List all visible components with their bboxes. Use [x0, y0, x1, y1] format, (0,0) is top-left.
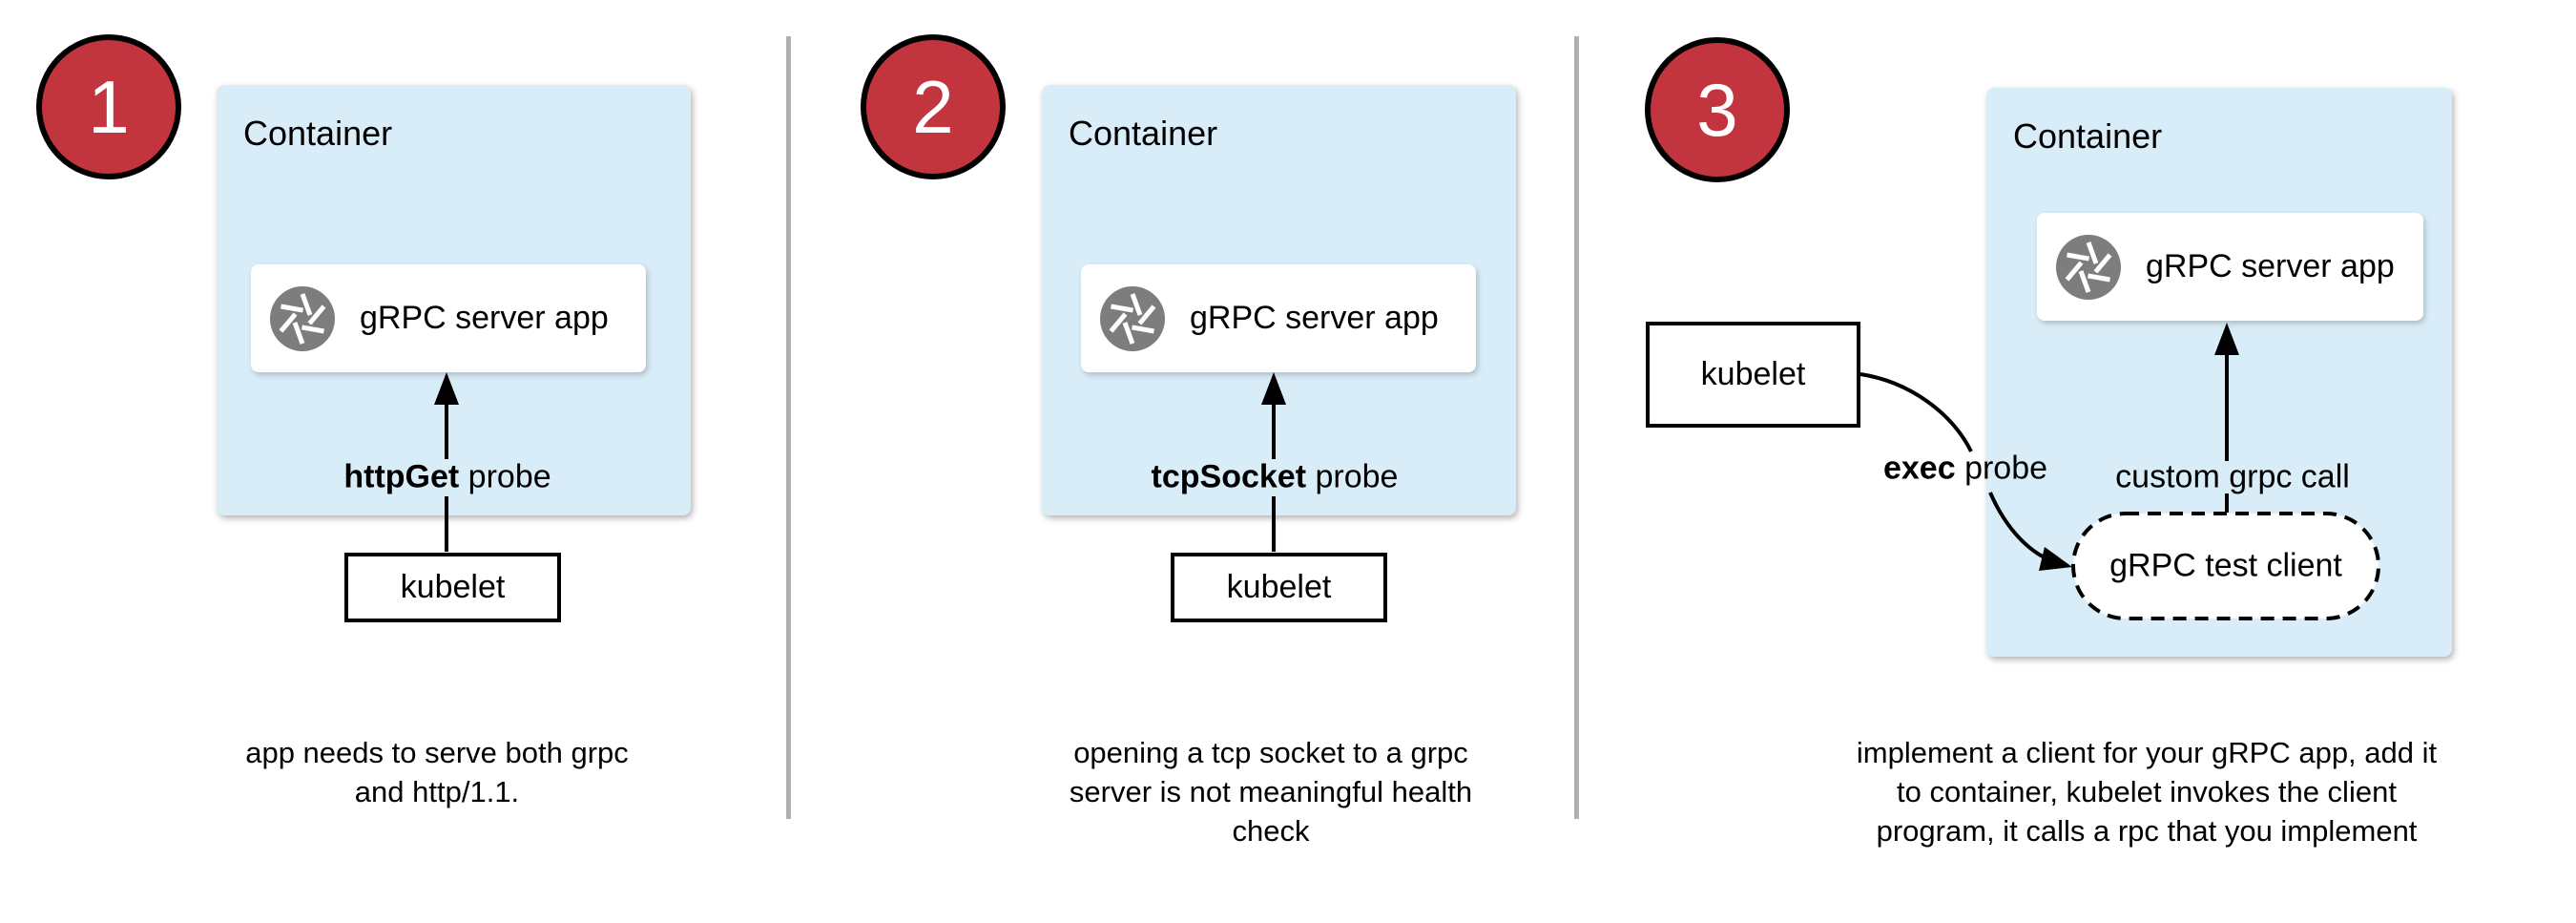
- probe-word: probe: [459, 458, 551, 495]
- caption-2: opening a tcp socket to a grpc server is…: [1070, 733, 1472, 850]
- container-label-1: Container: [243, 114, 393, 153]
- panel-divider-1: [786, 36, 791, 819]
- caption-line: implement a client for your gRPC app, ad…: [1856, 736, 2438, 769]
- caption-line: opening a tcp socket to a grpc: [1073, 736, 1468, 769]
- probe-label-3: exec probe: [1883, 451, 2047, 488]
- caption-1: app needs to serve both grpc and http/1.…: [245, 733, 629, 811]
- grpc-test-client-label: gRPC test client: [2109, 547, 2342, 584]
- caption-line: program, it calls a rpc that you impleme…: [1876, 814, 2418, 848]
- aperture-icon: [1100, 285, 1165, 351]
- grpc-server-app-box-3: gRPC server app: [2037, 213, 2423, 321]
- kubelet-label: kubelet: [400, 569, 506, 605]
- step-badge-2: 2: [861, 34, 1006, 179]
- grpc-server-app-label: gRPC server app: [2146, 248, 2395, 284]
- kubelet-box-1: kubelet: [344, 553, 561, 622]
- probe-label-2: tcpSocket probe: [1152, 459, 1399, 496]
- grpc-server-app-label: gRPC server app: [1190, 300, 1439, 336]
- grpc-server-app-label: gRPC server app: [360, 300, 609, 336]
- caption-line: to container, kubelet invokes the client: [1897, 775, 2397, 808]
- grpc-server-app-box-1: gRPC server app: [251, 264, 646, 372]
- panel-divider-2: [1574, 36, 1579, 819]
- caption-line: and http/1.1.: [354, 775, 520, 808]
- kubelet-box-2: kubelet: [1171, 553, 1387, 622]
- custom-grpc-call-label: custom grpc call: [2115, 458, 2350, 495]
- step-number: 3: [1696, 68, 1738, 152]
- probe-type: exec: [1882, 450, 1956, 487]
- caption-line: check: [1232, 814, 1310, 848]
- kubelet-label: kubelet: [1226, 569, 1332, 605]
- aperture-icon: [270, 285, 335, 351]
- probe-label-1: httpGet probe: [343, 459, 551, 496]
- grpc-server-app-box-2: gRPC server app: [1081, 264, 1476, 372]
- caption-3: implement a client for your gRPC app, ad…: [1857, 733, 2437, 850]
- container-label-2: Container: [1069, 114, 1218, 153]
- probe-type: httpGet: [343, 458, 460, 495]
- kubelet-box-3: kubelet: [1646, 322, 1860, 428]
- step-badge-1: 1: [36, 34, 181, 179]
- probe-word: probe: [1955, 450, 2048, 487]
- container-label-3: Container: [2013, 116, 2163, 156]
- exec-probe-curve: [1859, 372, 1973, 452]
- step-number: 2: [912, 65, 954, 149]
- probe-type: tcpSocket: [1151, 458, 1307, 495]
- caption-line: server is not meaningful health: [1069, 775, 1473, 808]
- step-badge-3: 3: [1645, 37, 1790, 182]
- step-number: 1: [88, 65, 130, 149]
- aperture-icon: [2056, 234, 2121, 300]
- probe-word: probe: [1306, 458, 1399, 495]
- kubelet-label: kubelet: [1700, 356, 1806, 392]
- caption-line: app needs to serve both grpc: [245, 736, 629, 769]
